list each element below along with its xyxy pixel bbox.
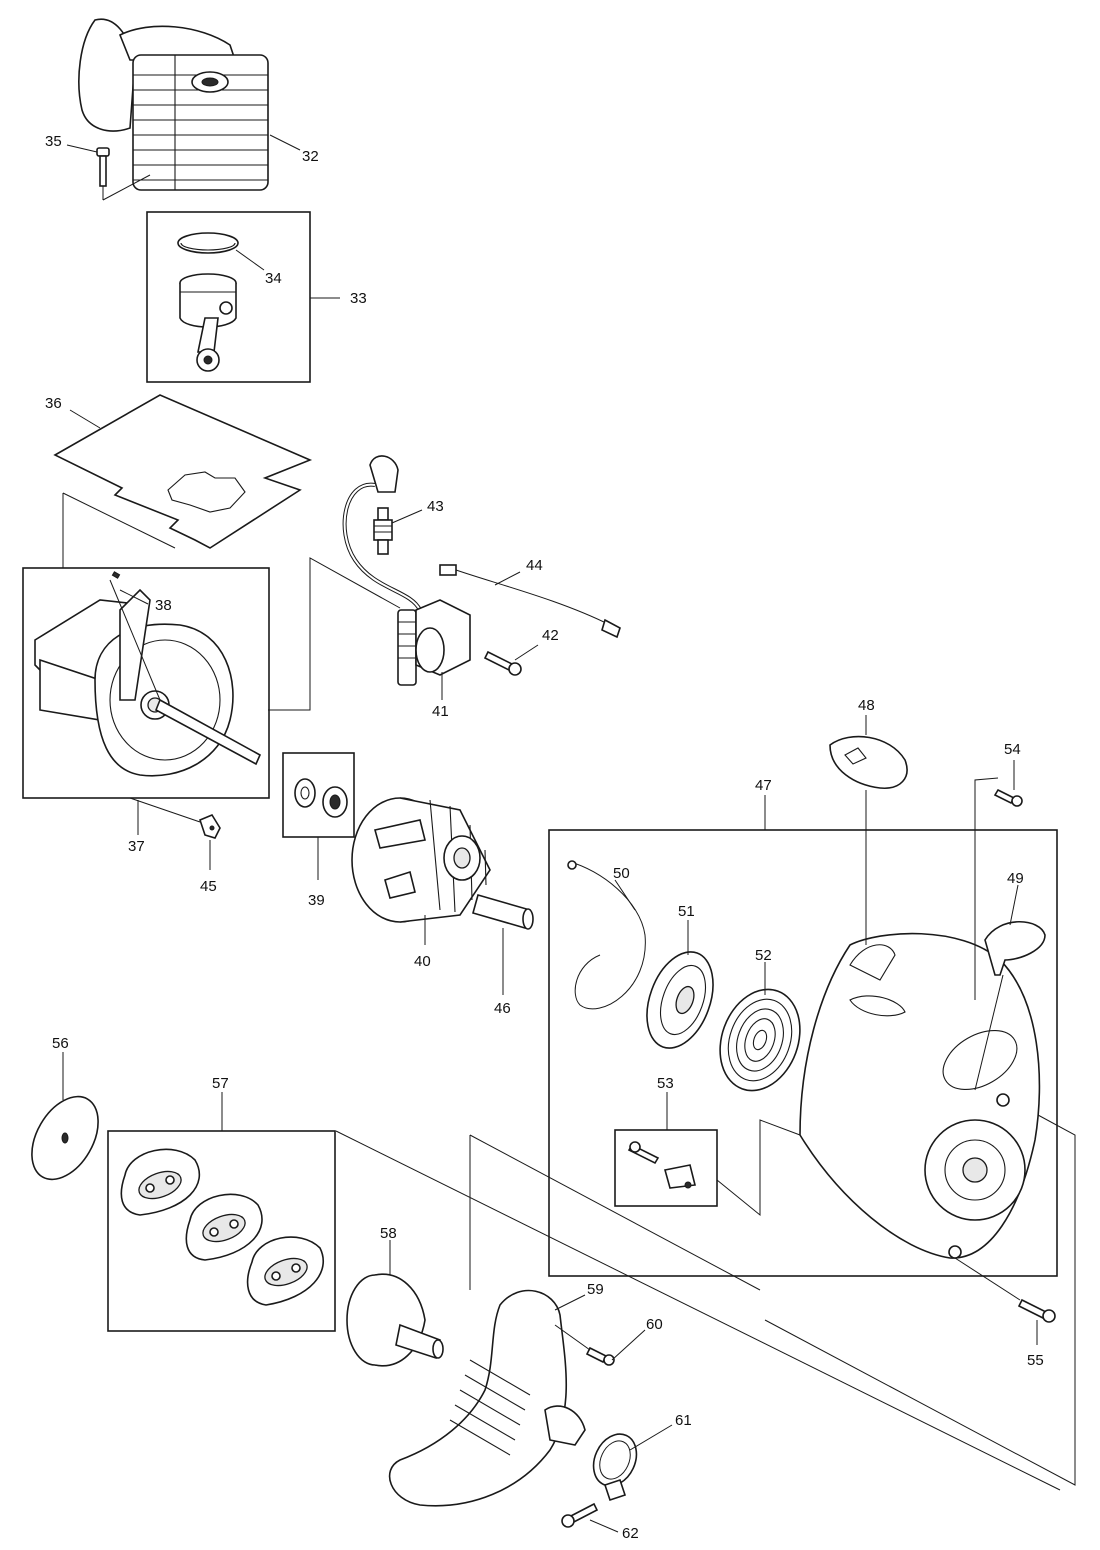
callout-41: 41 <box>432 703 449 720</box>
part-57-clutch-box <box>107 1130 336 1332</box>
callout-56: 56 <box>52 1035 69 1052</box>
callout-51: 51 <box>678 903 695 920</box>
part-61-clamp <box>592 1433 638 1502</box>
callout-59: 59 <box>587 1281 604 1298</box>
starter-housing <box>799 932 1041 1259</box>
part-39-washer-box <box>282 752 355 838</box>
part-51-reel <box>646 951 714 1049</box>
part-44-wire <box>439 564 621 639</box>
callout-50: 50 <box>613 865 630 882</box>
part-58-clutch-drum <box>346 1273 444 1367</box>
callout-55: 55 <box>1027 1352 1044 1369</box>
callout-47: 47 <box>755 777 772 794</box>
callout-35: 35 <box>45 133 62 150</box>
part-52-spring <box>719 988 801 1092</box>
assembly-leader-right <box>764 1114 1076 1486</box>
part-49-starter-handle <box>974 920 1046 1091</box>
callout-leaders <box>62 134 1038 1533</box>
part-54-screw <box>974 777 1023 1000</box>
piston <box>179 273 237 328</box>
callout-44: 44 <box>526 557 543 574</box>
callout-38: 38 <box>155 597 172 614</box>
callout-labels: 32 33 34 35 36 37 38 39 40 41 42 43 44 4… <box>45 133 1044 1542</box>
callout-37: 37 <box>128 838 145 855</box>
part-34-piston-ring <box>177 232 239 254</box>
part-60-screw <box>585 1346 615 1366</box>
part-43-spark-plug <box>373 507 393 555</box>
connecting-rod <box>196 317 220 372</box>
part-33-piston-kit-box <box>146 211 311 383</box>
part-32-cylinder <box>78 18 269 191</box>
coil-leader <box>268 557 401 711</box>
callout-46: 46 <box>494 1000 511 1017</box>
callout-48: 48 <box>858 697 875 714</box>
part-48-cover-plate <box>829 735 908 945</box>
callout-36: 36 <box>45 395 62 412</box>
callout-58: 58 <box>380 1225 397 1242</box>
callout-60: 60 <box>646 1316 663 1333</box>
part-47-starter-box <box>548 829 1058 1277</box>
part-56-disc <box>31 1095 99 1181</box>
callout-49: 49 <box>1007 870 1024 887</box>
callout-34: 34 <box>265 270 282 287</box>
part-46-sleeve <box>472 894 534 995</box>
part-53-pawl-box <box>614 1129 718 1207</box>
callout-52: 52 <box>755 947 772 964</box>
callout-54: 54 <box>1004 741 1021 758</box>
part-41-ignition-coil <box>342 455 471 686</box>
part-50-starter-rope <box>567 860 646 1010</box>
part-42-screw <box>483 650 522 676</box>
callout-40: 40 <box>414 953 431 970</box>
housing-leader <box>716 1119 801 1217</box>
callout-61: 61 <box>675 1412 692 1429</box>
clutch-shoe-2 <box>185 1193 263 1261</box>
part-62-screw <box>561 1502 599 1528</box>
part-59-guard <box>388 1134 761 1507</box>
part-36-gasket <box>53 394 313 568</box>
part-45-clip <box>129 797 221 839</box>
callout-43: 43 <box>427 498 444 515</box>
callout-33: 33 <box>350 290 367 307</box>
callout-57: 57 <box>212 1075 229 1092</box>
callout-39: 39 <box>308 892 325 909</box>
clutch-shoe-3 <box>246 1236 325 1306</box>
part-40-flywheel <box>351 797 491 923</box>
part-35-screw <box>96 147 151 201</box>
callout-62: 62 <box>622 1525 639 1542</box>
part-55-screw <box>954 1257 1056 1323</box>
callout-53: 53 <box>657 1075 674 1092</box>
assembly-leader-mid <box>335 1130 1061 1491</box>
callout-45: 45 <box>200 878 217 895</box>
callout-42: 42 <box>542 627 559 644</box>
clutch-shoe-1 <box>120 1148 201 1216</box>
part-37-crankcase-box <box>22 567 270 799</box>
callout-32: 32 <box>302 148 319 165</box>
